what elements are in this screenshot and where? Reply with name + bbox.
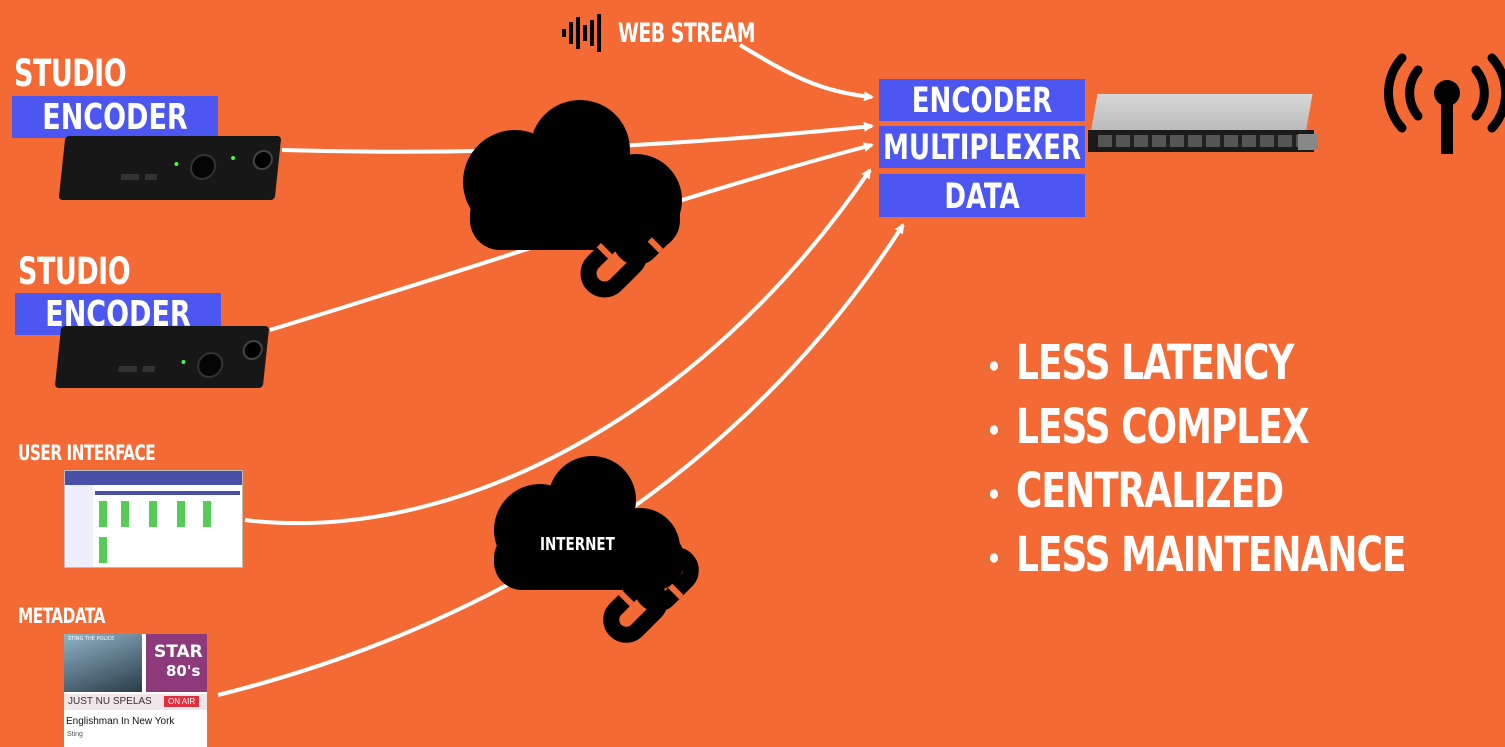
internet-label: INTERNET bbox=[540, 533, 615, 555]
multiplexer-box: MULTIPLEXER bbox=[879, 126, 1085, 168]
user-interface-screenshot bbox=[64, 470, 243, 568]
now-playing-label: JUST NU SPELAS bbox=[68, 696, 152, 707]
artist: Sting bbox=[67, 731, 83, 738]
waveform-icon bbox=[562, 14, 601, 52]
studio1-encoder-box: ENCODER bbox=[12, 96, 218, 138]
benefit-item: LESS MAINTENANCE bbox=[990, 528, 1406, 583]
encoder-box: ENCODER bbox=[879, 79, 1085, 121]
web-stream-label: WEB STREAM bbox=[618, 18, 756, 48]
song-title: Englishman In New York bbox=[66, 716, 175, 727]
encoder-label: ENCODER bbox=[911, 79, 1053, 121]
arrow-user-interface bbox=[244, 168, 872, 526]
user-interface-label: USER INTERFACE bbox=[18, 441, 156, 466]
album-art: STING THE POLICE bbox=[64, 634, 142, 692]
rack-server bbox=[1088, 94, 1322, 158]
multiplexer-label: MULTIPLEXER bbox=[882, 126, 1082, 168]
benefit-item: LESS COMPLEX bbox=[990, 400, 1310, 455]
station-logo: STAR 80's bbox=[146, 634, 207, 692]
metadata-label: METADATA bbox=[18, 604, 105, 629]
benefit-item: CENTRALIZED bbox=[990, 464, 1284, 519]
studio2-title: STUDIO bbox=[18, 250, 131, 294]
metadata-card: STING THE POLICE STAR 80's JUST NU SPELA… bbox=[64, 634, 207, 747]
studio1-encoder-label: ENCODER bbox=[42, 96, 188, 138]
on-air-badge: ON AIR bbox=[164, 696, 200, 707]
studio1-title: STUDIO bbox=[14, 52, 127, 96]
arrow-web-stream bbox=[738, 43, 874, 102]
data-box: DATA bbox=[879, 174, 1085, 217]
album-text: STING THE POLICE bbox=[68, 636, 115, 642]
data-label: DATA bbox=[944, 175, 1020, 216]
benefit-item: LESS LATENCY bbox=[990, 336, 1294, 391]
